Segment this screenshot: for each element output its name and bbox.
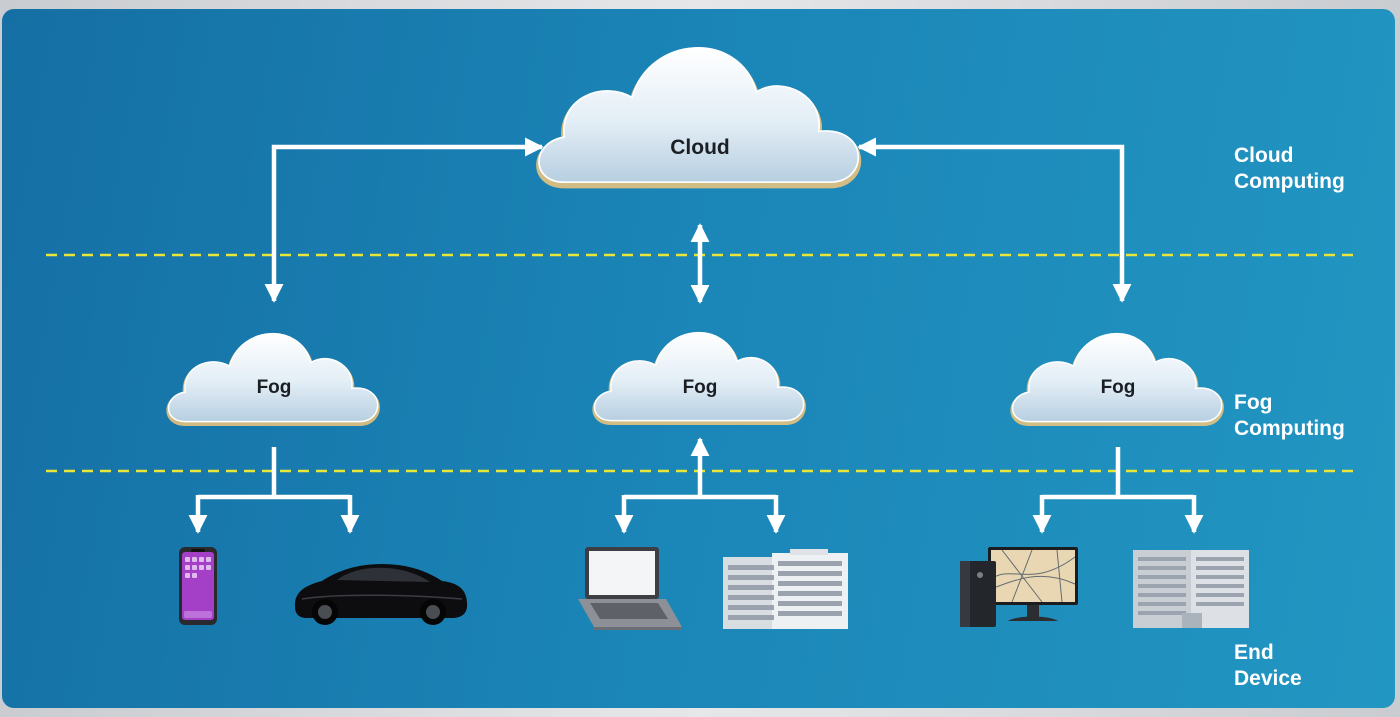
- layer-label-line2: Computing: [1234, 170, 1345, 193]
- layer-label-line2: Computing: [1234, 417, 1345, 440]
- smartphone-icon: [179, 547, 217, 625]
- fog-computing-diagram: Cloud Fog Fog Fog: [46, 47, 1357, 630]
- cloud-node: [539, 47, 858, 186]
- layer-label-line1: Fog: [1234, 391, 1273, 414]
- laptop-icon: [578, 547, 682, 630]
- cloud-label: Cloud: [670, 136, 729, 159]
- fog-center-label: Fog: [683, 377, 718, 398]
- layer-label-line2: Device: [1234, 667, 1302, 690]
- end-device-layer-label: End Device: [1234, 640, 1384, 692]
- sports-car-icon: [294, 564, 468, 625]
- fog-computing-layer-label: Fog Computing: [1234, 390, 1384, 442]
- fog-left-label: Fog: [257, 377, 292, 398]
- fog-right-device-arrows: [1032, 447, 1204, 534]
- fog-right-label: Fog: [1101, 377, 1136, 398]
- cloud-computing-layer-label: Cloud Computing: [1234, 143, 1384, 195]
- fog-left-device-arrows: [188, 447, 360, 534]
- diagram-panel: Cloud Fog Fog Fog: [2, 9, 1395, 708]
- cloud-to-fog-left-arrow: [264, 137, 544, 303]
- desktop-computer-icon: [960, 547, 1078, 627]
- layer-label-line1: End: [1234, 641, 1274, 664]
- office-buildings-icon: [723, 549, 848, 629]
- cloud-to-fog-right-arrow: [857, 137, 1132, 303]
- office-building-icon: [1133, 550, 1249, 628]
- layer-label-line1: Cloud: [1234, 144, 1294, 167]
- fog-center-device-arrows: [614, 437, 786, 534]
